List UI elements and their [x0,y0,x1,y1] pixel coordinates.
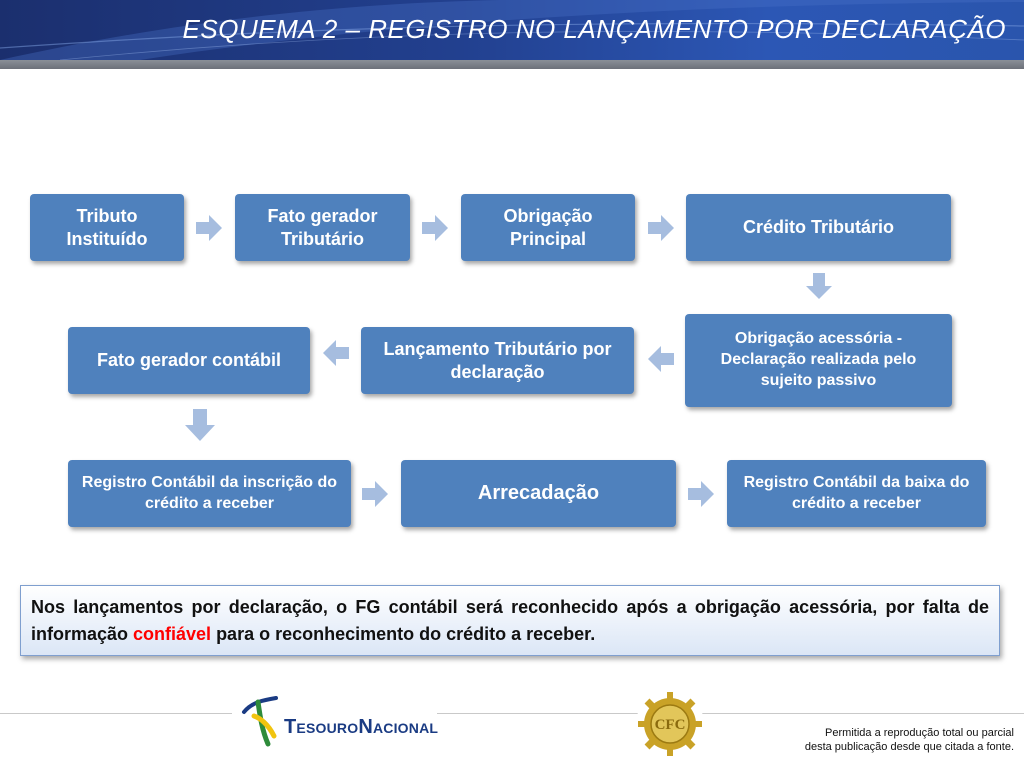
cfc-seal-icon: CFC [638,692,702,756]
header-stripe [0,60,1024,69]
box-registro-inscricao: Registro Contábil da inscrição do crédit… [68,460,351,527]
box-credito-tributario: Crédito Tributário [686,194,951,261]
arrow-right-icon [422,215,448,241]
box-tributo-instituido: Tributo Instituído [30,194,184,261]
reproduction-notice-line2: desta publicação desde que citada a font… [804,741,1014,753]
header-banner: ESQUEMA 2 – REGISTRO NO LANÇAMENTO POR D… [0,0,1024,60]
arrow-left-icon [323,340,349,366]
box-arrecadacao: Arrecadação [401,460,676,527]
box-obrigacao-principal: Obrigação Principal [461,194,635,261]
svg-text:CFC: CFC [655,717,686,733]
reproduction-notice-line1: Permitida a reprodução total ou parcial [825,727,1014,739]
arrow-right-icon [196,215,222,241]
box-fato-gerador-tributario: Fato gerador Tributário [235,194,410,261]
footer-divider [0,713,1024,714]
tesouro-nacional-logo: TESOURONACIONAL [232,694,439,750]
note-text-part1: Nos lançamentos por declaração, o FG con… [31,597,989,644]
cfc-seal-logo: CFC [636,690,704,758]
arrow-right-icon [688,481,714,507]
arrow-down-icon [806,273,832,299]
banner-swoosh-graphic [0,0,1024,60]
explanation-note: Nos lançamentos por declaração, o FG con… [20,585,1000,656]
arrow-down-icon [185,409,215,441]
reproduction-notice: Permitida a reprodução total ou parcial … [805,726,1014,754]
note-highlight: confiável [133,624,212,644]
arrow-right-icon [648,215,674,241]
arrow-right-icon [362,481,388,507]
tesouro-nacional-wordmark: TESOURONACIONAL [284,716,439,738]
note-text-part2: para o reconhecimento do crédito a receb… [211,624,596,644]
tesouro-nacional-emblem-icon [242,696,278,747]
box-registro-baixa: Registro Contábil da baixa do crédito a … [727,460,986,527]
box-fato-gerador-contabil: Fato gerador contábil [68,327,310,394]
arrow-left-icon [648,346,674,372]
box-obrigacao-acessoria: Obrigação acessória - Declaração realiza… [685,314,952,407]
page-title: ESQUEMA 2 – REGISTRO NO LANÇAMENTO POR D… [182,14,1006,44]
box-lancamento-tributario: Lançamento Tributário por declaração [361,327,634,394]
